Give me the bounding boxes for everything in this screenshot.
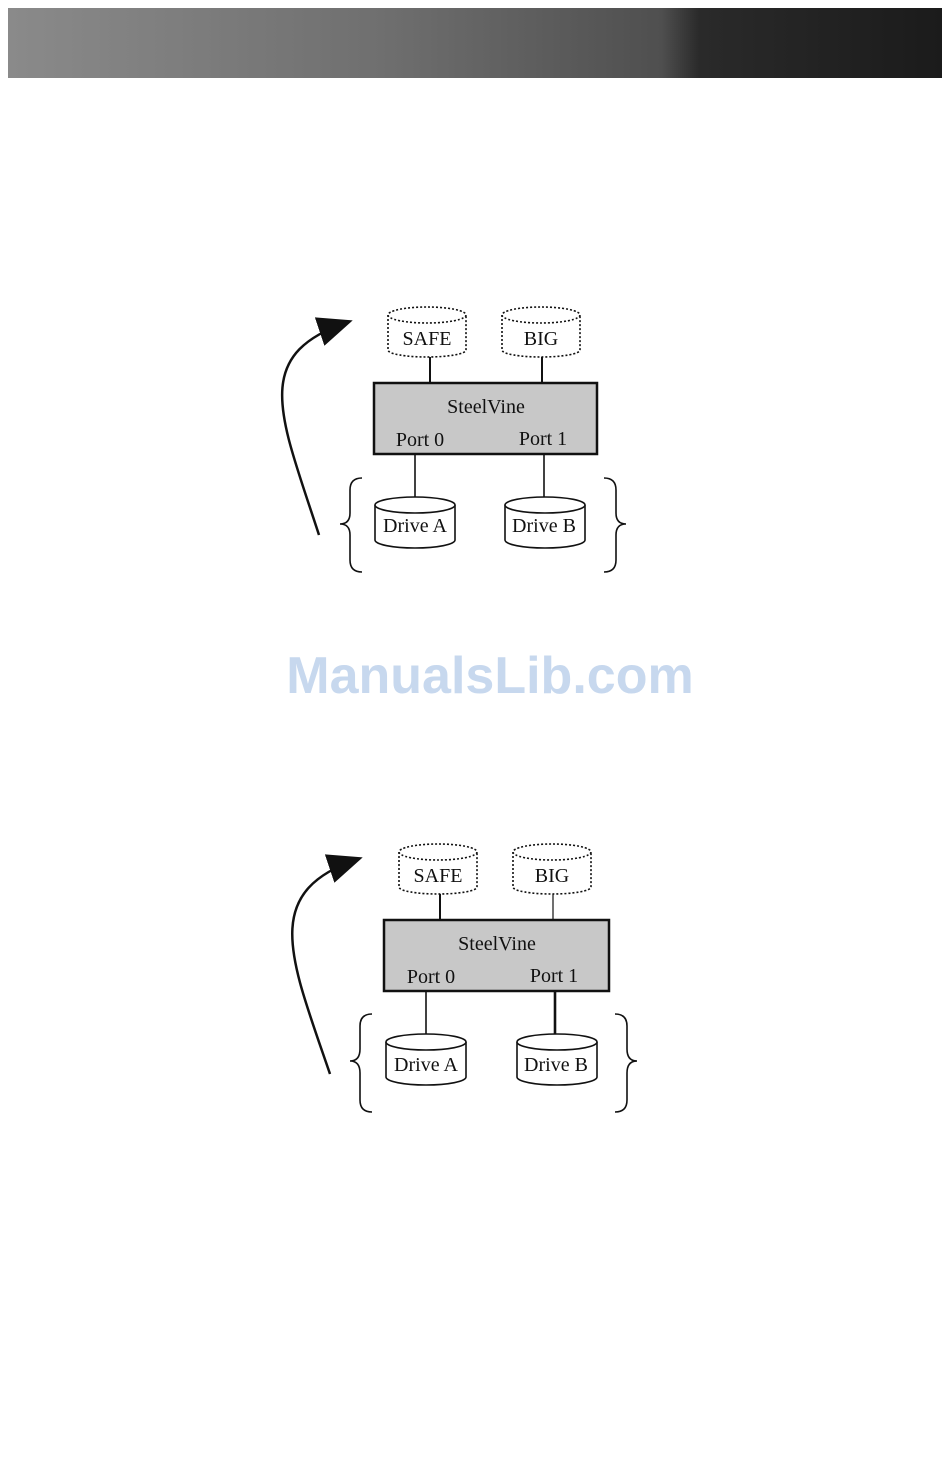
controller-label: SteelVine (458, 933, 536, 955)
steelvine-controller: SteelVine Port 0 Port 1 (374, 383, 597, 454)
port-0-label: Port 0 (407, 966, 455, 988)
drive-a-label: Drive A (383, 515, 447, 537)
header-bar (8, 8, 942, 78)
port-1-label: Port 1 (530, 965, 578, 987)
left-brace (350, 1014, 372, 1112)
drive-b-label: Drive B (512, 515, 576, 537)
watermark: ManualsLib.com (15, 646, 950, 706)
physical-drive-b: Drive B (505, 497, 585, 548)
port-0-label: Port 0 (396, 429, 444, 451)
right-brace (604, 478, 626, 572)
virtual-drive-big: BIG (502, 307, 580, 357)
curved-arrow (282, 322, 348, 535)
physical-drive-b: Drive B (517, 1034, 597, 1085)
diagram-top-svg: SAFE BIG SteelVine Port 0 Port 1 Drive A (0, 295, 950, 585)
curved-arrow (292, 859, 358, 1074)
controller-label: SteelVine (447, 396, 525, 418)
right-brace (615, 1014, 637, 1112)
drive-b-label: Drive B (524, 1054, 588, 1076)
virtual-drive-safe-label: SAFE (414, 865, 463, 887)
physical-drive-a: Drive A (375, 497, 455, 548)
steelvine-controller: SteelVine Port 0 Port 1 (384, 920, 609, 991)
diagram-bottom-svg: SAFE BIG SteelVine Port 0 Port 1 Drive A… (0, 832, 950, 1122)
left-brace (340, 478, 362, 572)
virtual-drive-big-label: BIG (524, 328, 558, 350)
virtual-drive-big-label: BIG (535, 865, 569, 887)
raid-diagram-bottom: SAFE BIG SteelVine Port 0 Port 1 Drive A… (0, 832, 950, 1122)
drive-a-label: Drive A (394, 1054, 458, 1076)
virtual-drive-big: BIG (513, 844, 591, 894)
raid-diagram-top: SAFE BIG SteelVine Port 0 Port 1 Drive A (0, 295, 950, 585)
port-1-label: Port 1 (519, 428, 567, 450)
physical-drive-a: Drive A (386, 1034, 466, 1085)
virtual-drive-safe: SAFE (399, 844, 477, 894)
virtual-drive-safe: SAFE (388, 307, 466, 357)
virtual-drive-safe-label: SAFE (403, 328, 452, 350)
